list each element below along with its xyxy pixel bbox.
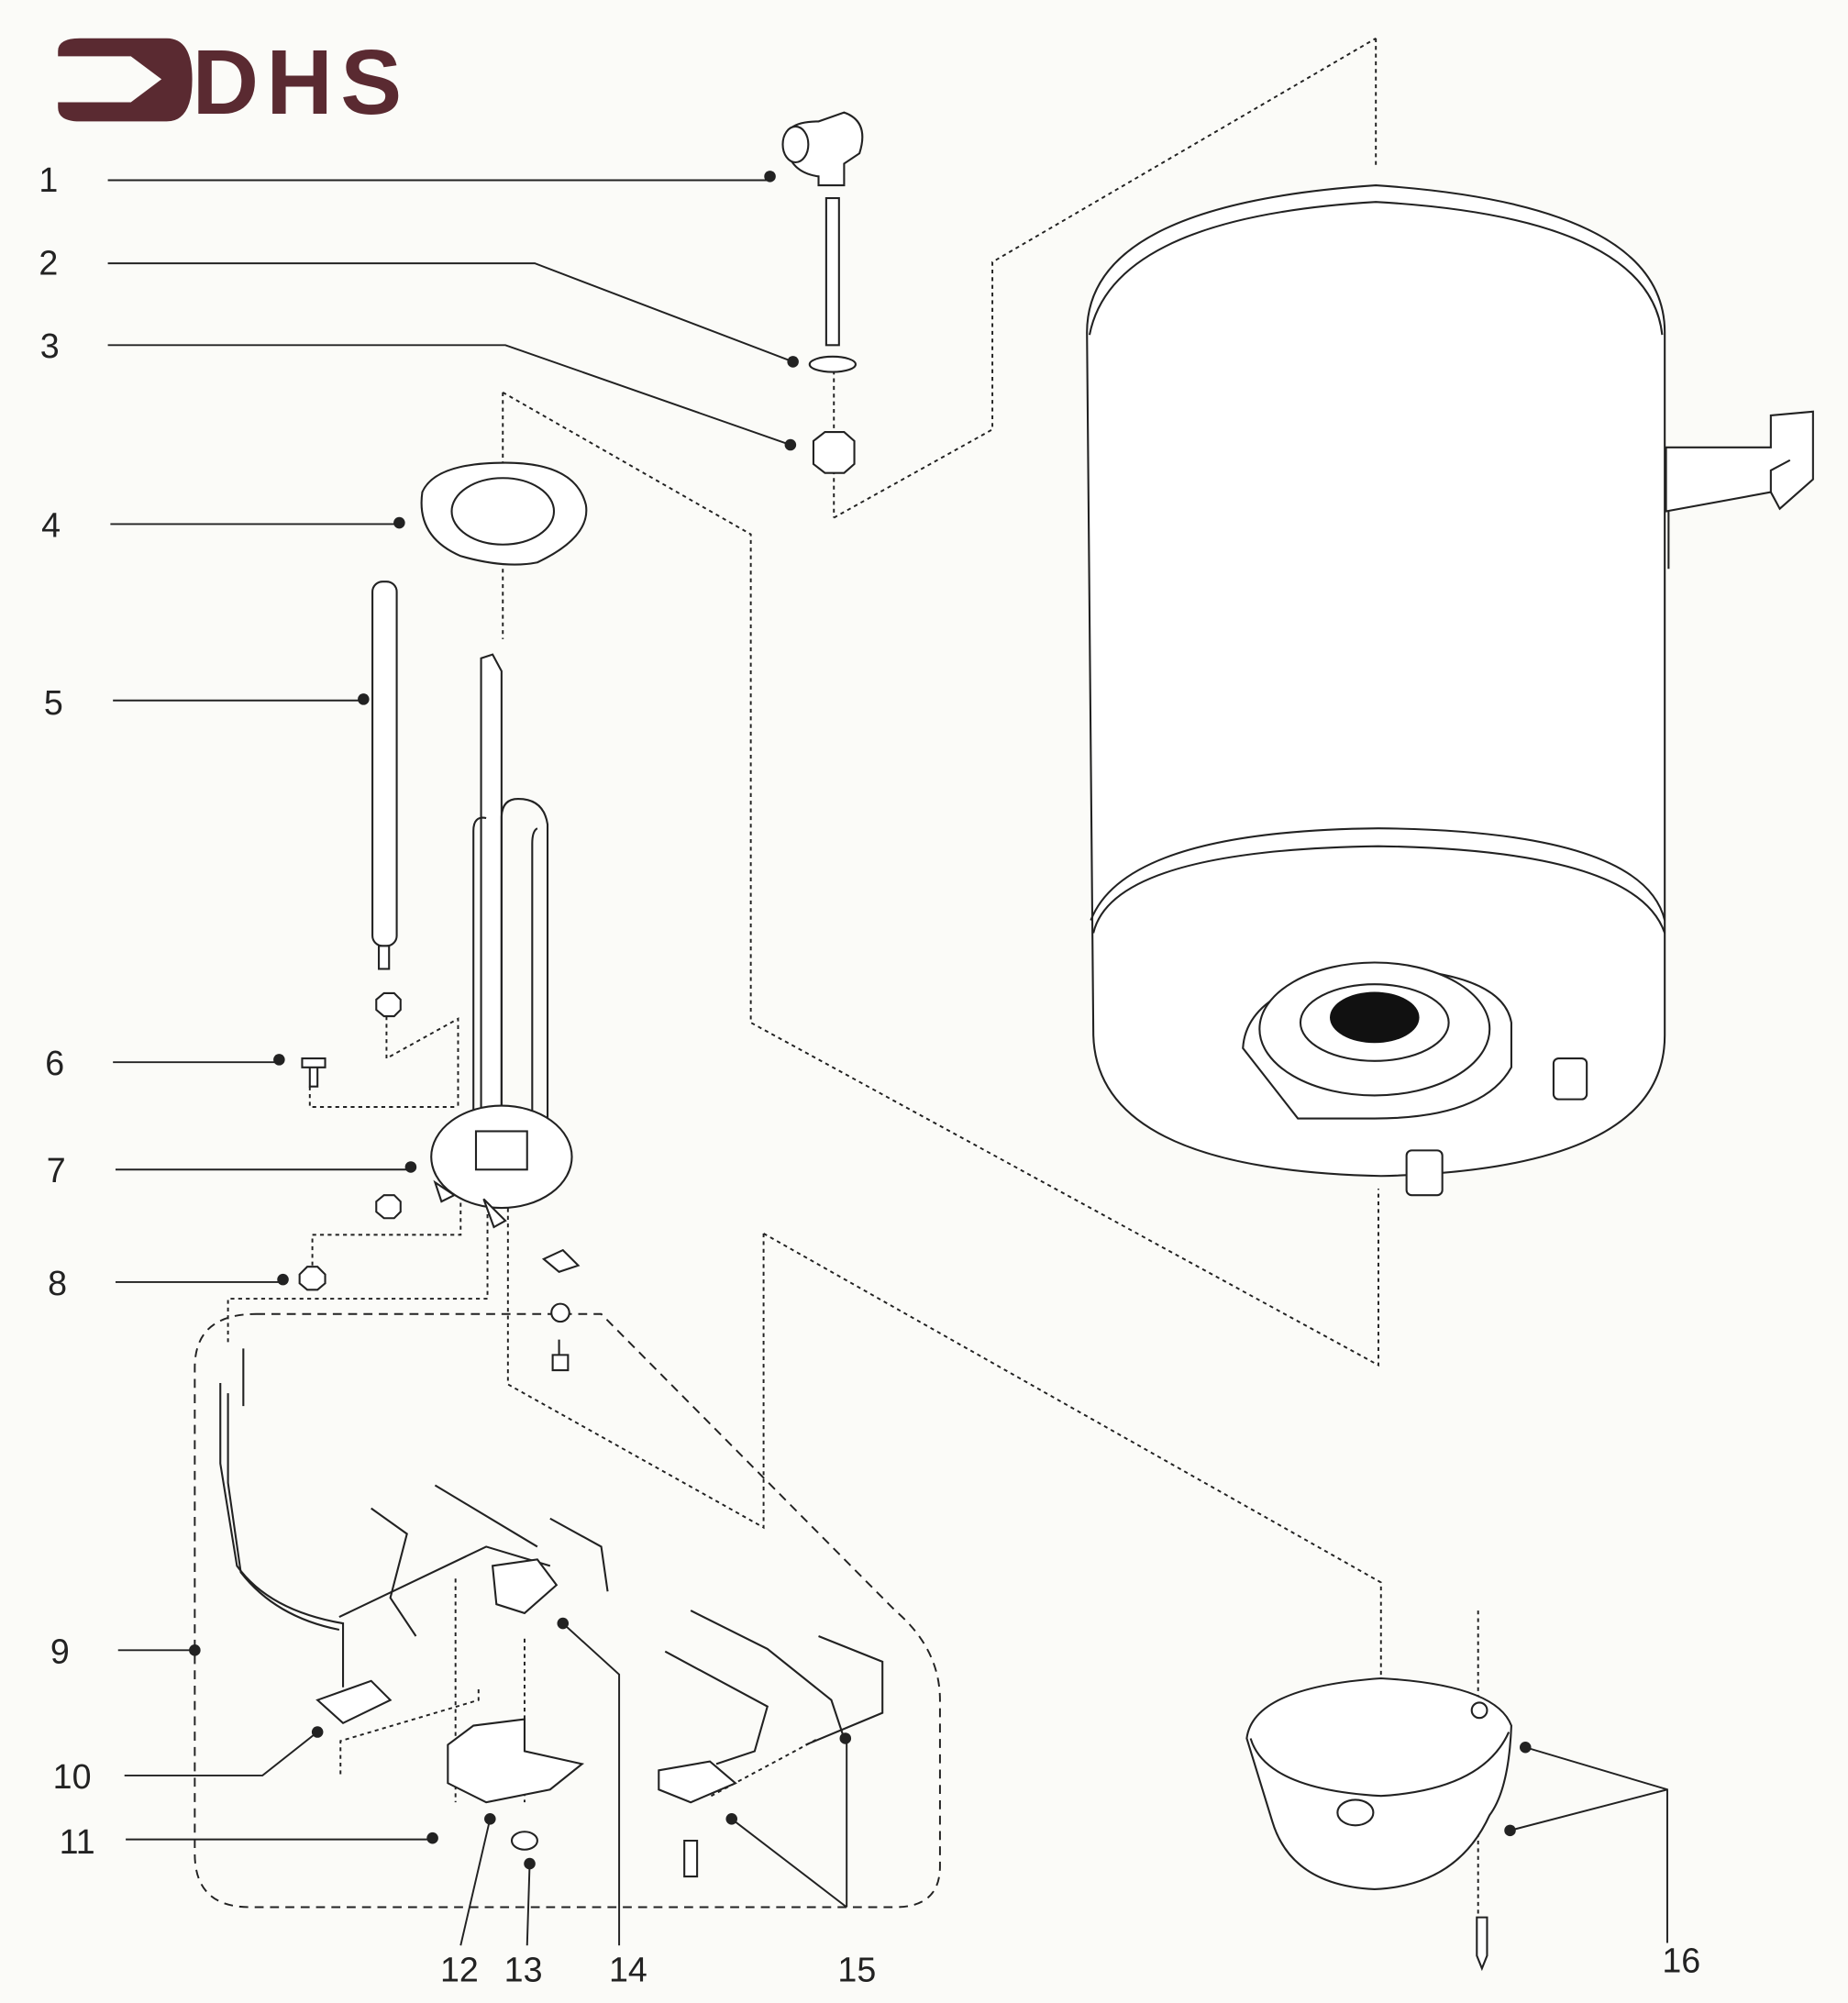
leader-lines: [107, 171, 1668, 1946]
callout-5: 5: [44, 683, 63, 722]
wiring-harness: [219, 1348, 884, 1878]
callout-9: 9: [50, 1632, 70, 1670]
water-heater-tank: [1086, 184, 1814, 1197]
washer: [808, 355, 857, 373]
flange-gasket: [420, 461, 588, 566]
wiring-group-boundary: [194, 1312, 941, 1909]
callout-12: 12: [440, 1950, 479, 1988]
callout-14: 14: [609, 1950, 647, 1988]
callout-16: 16: [1662, 1942, 1700, 1980]
dhs-logo: DHS: [58, 31, 406, 134]
callout-4: 4: [41, 505, 61, 544]
callout-6: 6: [45, 1044, 64, 1082]
callout-13: 13: [504, 1950, 543, 1988]
callout-1: 1: [39, 160, 58, 199]
callout-labels: 1 2 3 4 5 6 7 8 9 10 11 12 13 14 15 16: [39, 160, 1700, 1988]
heating-element: [298, 653, 581, 1372]
callout-2: 2: [39, 244, 58, 282]
anode-rod: [371, 581, 402, 1018]
nut: [812, 431, 856, 474]
callout-3: 3: [40, 326, 60, 365]
callout-15: 15: [837, 1950, 876, 1988]
svg-text:DHS: DHS: [193, 31, 399, 134]
assembly-lines: [194, 37, 1479, 1918]
callout-7: 7: [47, 1151, 66, 1190]
callout-11: 11: [60, 1822, 95, 1861]
bottom-cover: [1245, 1677, 1512, 1972]
relief-valve: [781, 111, 864, 474]
callout-10: 10: [53, 1757, 92, 1796]
callout-8: 8: [48, 1264, 67, 1302]
